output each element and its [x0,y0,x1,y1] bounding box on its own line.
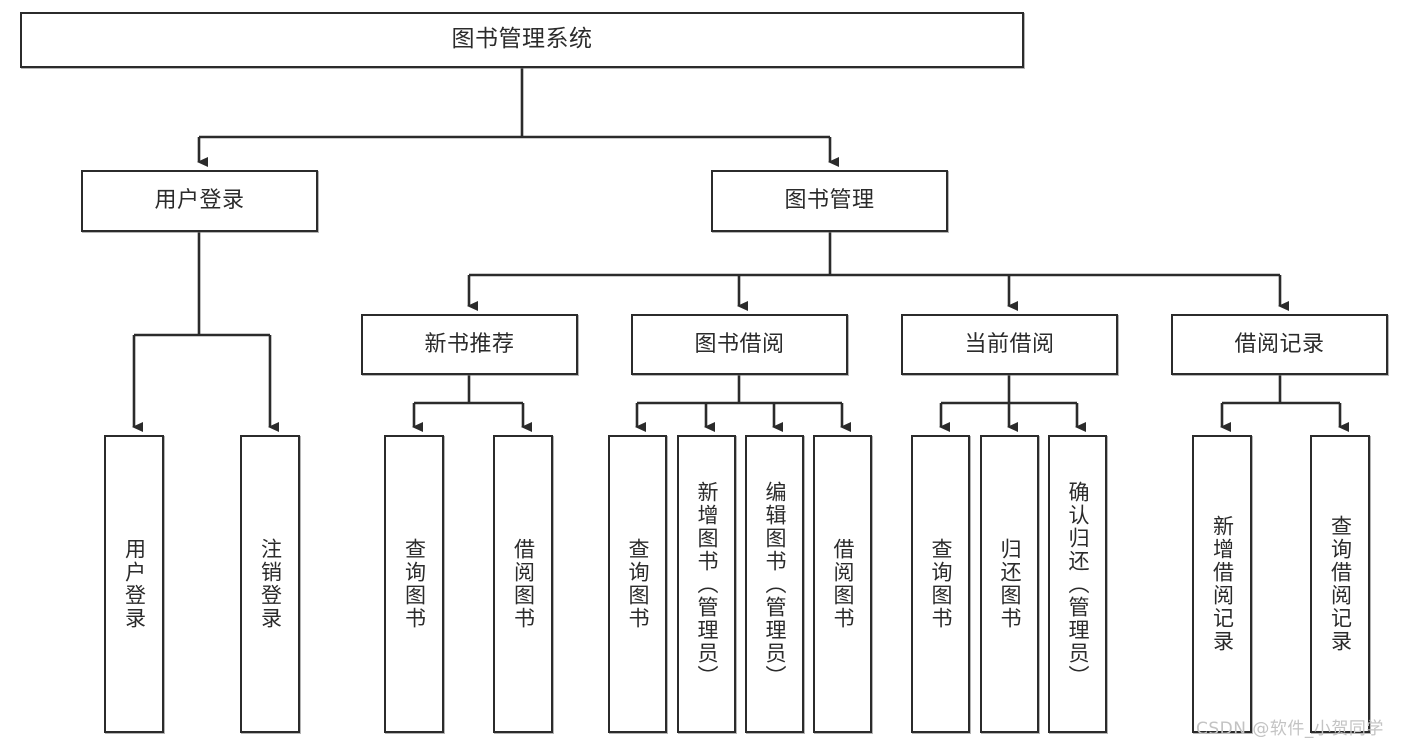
leaf-book-borrow-3[interactable]: 编辑图书（管理员） [745,435,804,733]
leaf-label: 查询图书 [929,538,953,630]
csdn-watermark: CSDN @软件_小贺同学 [1196,719,1384,739]
leaf-book-borrow-1[interactable]: 查询图书 [608,435,667,733]
leaf-new-book-recommend-1[interactable]: 查询图书 [384,435,444,733]
leaf-borrow-record-2[interactable]: 查询借阅记录 [1310,435,1370,733]
node-borrow-record-label: 借阅记录 [1234,331,1325,357]
leaf-book-borrow-2[interactable]: 新增图书（管理员） [677,435,736,733]
leaf-label: 编辑图书（管理员） [763,480,787,688]
leaf-label: 确认归还（管理员） [1066,480,1090,688]
leaf-current-borrow-2[interactable]: 归还图书 [980,435,1039,733]
leaf-borrow-record-1[interactable]: 新增借阅记录 [1192,435,1252,733]
node-root-label: 图书管理系统 [451,26,593,53]
node-book-borrow[interactable]: 图书借阅 [631,314,848,375]
leaf-label: 新增借阅记录 [1210,515,1235,653]
node-user-login-label: 用户登录 [154,188,245,214]
leaf-new-book-recommend-2[interactable]: 借阅图书 [493,435,553,733]
leaf-user-login-2[interactable]: 注销登录 [240,435,300,733]
node-current-borrow-label: 当前借阅 [964,331,1055,357]
leaf-label: 用户登录 [122,538,147,630]
leaf-current-borrow-3[interactable]: 确认归还（管理员） [1048,435,1107,733]
node-new-book-recommend[interactable]: 新书推荐 [361,314,578,375]
leaf-label: 借阅图书 [831,538,855,630]
leaf-label: 查询借阅记录 [1328,515,1353,653]
leaf-user-login-1[interactable]: 用户登录 [104,435,164,733]
leaf-label: 借阅图书 [511,538,536,630]
node-borrow-record[interactable]: 借阅记录 [1171,314,1388,375]
leaf-book-borrow-4[interactable]: 借阅图书 [813,435,872,733]
leaf-current-borrow-1[interactable]: 查询图书 [911,435,970,733]
leaf-label: 归还图书 [998,538,1022,630]
node-current-borrow[interactable]: 当前借阅 [901,314,1118,375]
node-new-book-recommend-label: 新书推荐 [424,331,515,357]
leaf-label: 查询图书 [402,538,427,630]
node-book-manage[interactable]: 图书管理 [711,170,948,232]
leaf-label: 注销登录 [258,538,283,630]
node-root[interactable]: 图书管理系统 [20,12,1024,68]
node-user-login[interactable]: 用户登录 [81,170,318,232]
leaf-label: 新增图书（管理员） [695,480,719,688]
leaf-label: 查询图书 [626,538,650,630]
node-book-borrow-label: 图书借阅 [694,331,785,357]
node-book-manage-label: 图书管理 [784,188,875,214]
